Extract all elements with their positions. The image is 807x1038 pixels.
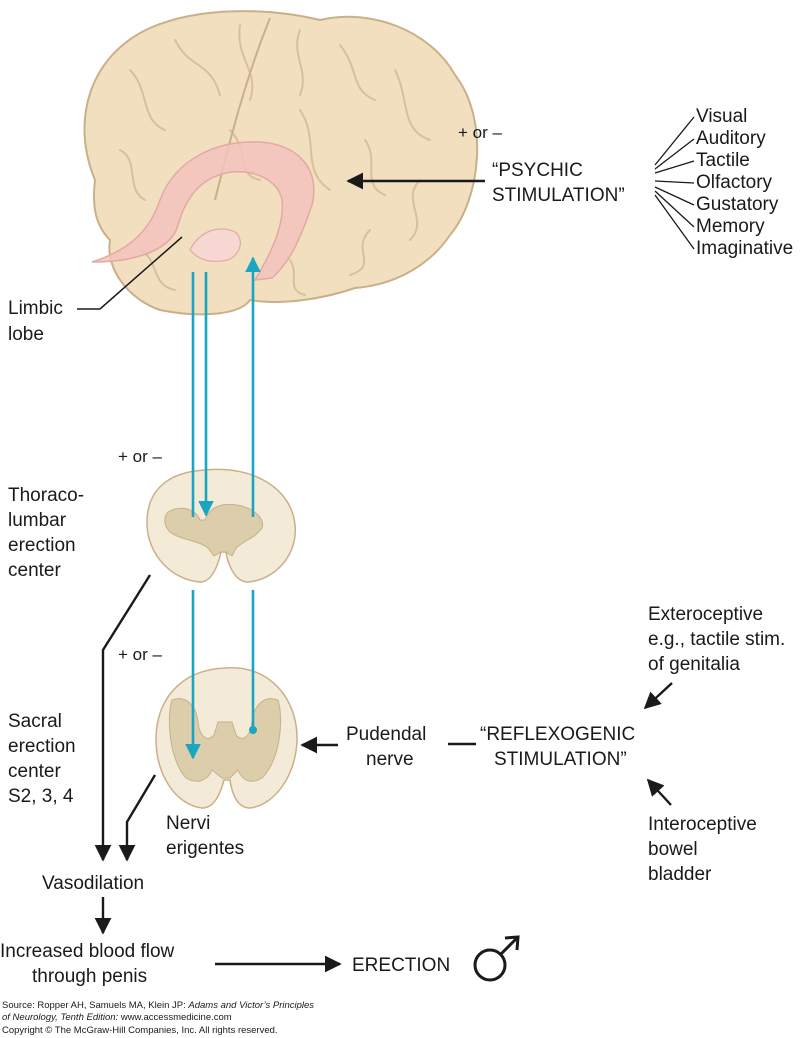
- bloodflow-label-line1: Increased blood flow: [0, 941, 175, 962]
- nervi-label-line1: Nervi: [166, 813, 210, 834]
- brain-illustration: [83, 10, 479, 316]
- stimulus-imaginative: Imaginative: [696, 238, 793, 259]
- stimulus-gustatory: Gustatory: [696, 194, 779, 215]
- stimulus-visual: Visual: [696, 106, 747, 127]
- thoraco-label-line2: lumbar: [8, 510, 67, 531]
- extero-label-line3: of genitalia: [648, 654, 740, 675]
- sacral-pathway-origin: [249, 726, 257, 734]
- sacral-label-line3: center: [8, 761, 61, 782]
- brain-gyri: [119, 24, 431, 296]
- erection-label: ERECTION: [352, 955, 450, 976]
- psychic-label-line2: STIMULATION”: [492, 185, 625, 206]
- sacral-label-line2: erection: [8, 736, 76, 757]
- bloodflow-label-line2: through penis: [32, 966, 147, 987]
- neural-pathways: [185, 256, 261, 760]
- stimulus-memory: Memory: [696, 216, 765, 237]
- extero-label-line1: Exteroceptive: [648, 604, 763, 625]
- intero-label-line3: bladder: [648, 864, 712, 885]
- vasodilation-label: Vasodilation: [42, 873, 144, 894]
- source-credit: Source: Ropper AH, Samuels MA, Klein JP:…: [2, 1000, 314, 1036]
- intero-label-line2: bowel: [648, 839, 698, 860]
- stimuli-fan: [654, 116, 695, 250]
- stimulus-tactile: Tactile: [696, 150, 750, 171]
- nervi-erigentes-arrow: [118, 774, 157, 862]
- intero-label-line1: Interoceptive: [648, 814, 757, 835]
- male-symbol-icon: [473, 935, 520, 982]
- reflex-label-line2: STIMULATION”: [494, 749, 627, 770]
- pudendal-label-line1: Pudendal: [346, 724, 426, 745]
- intero-arrow: [646, 778, 672, 806]
- limbic-inner: [189, 228, 241, 262]
- extero-label-line2: e.g., tactile stim.: [648, 629, 785, 650]
- thoraco-sign: + or –: [118, 447, 162, 466]
- limbic-label-line1: Limbic: [8, 298, 63, 319]
- source-line1: Source: Ropper AH, Samuels MA, Klein JP:…: [2, 1000, 314, 1011]
- thoracolumbar-cord-section: [146, 468, 296, 583]
- sacral-cord-section: [155, 667, 298, 809]
- thoraco-to-vasodilation-arrow: [94, 574, 152, 862]
- stimulus-auditory: Auditory: [696, 128, 766, 149]
- psychic-label-line1: “PSYCHIC: [492, 160, 583, 181]
- stimulus-olfactory: Olfactory: [696, 172, 773, 193]
- reflex-label-line1: “REFLEXOGENIC: [480, 724, 635, 745]
- sacral-sign: + or –: [118, 645, 162, 664]
- sacral-label-line1: Sacral: [8, 711, 62, 732]
- limbic-label-line2: lobe: [8, 324, 44, 345]
- source-line2: of Neurology, Tenth Edition: www.accessm…: [2, 1012, 232, 1023]
- copyright-line: Copyright © The McGraw-Hill Companies, I…: [2, 1025, 278, 1036]
- thoraco-label-line1: Thoraco-: [8, 485, 84, 506]
- limbic-lobe: [91, 141, 315, 281]
- pudendal-label-line2: nerve: [366, 749, 414, 770]
- extero-arrow: [643, 682, 673, 710]
- thoraco-label-line4: center: [8, 560, 61, 581]
- sacral-label-line4: S2, 3, 4: [8, 786, 74, 807]
- central-sulcus: [214, 17, 271, 201]
- thoraco-label-line3: erection: [8, 535, 76, 556]
- psychic-sign: + or –: [458, 123, 502, 142]
- limbic-leader-diagonal: [99, 236, 183, 310]
- nervi-label-line2: erigentes: [166, 838, 244, 859]
- flow-arrows: [77, 172, 673, 973]
- stimuli-list: Visual Auditory Tactile Olfactory Gustat…: [696, 106, 793, 259]
